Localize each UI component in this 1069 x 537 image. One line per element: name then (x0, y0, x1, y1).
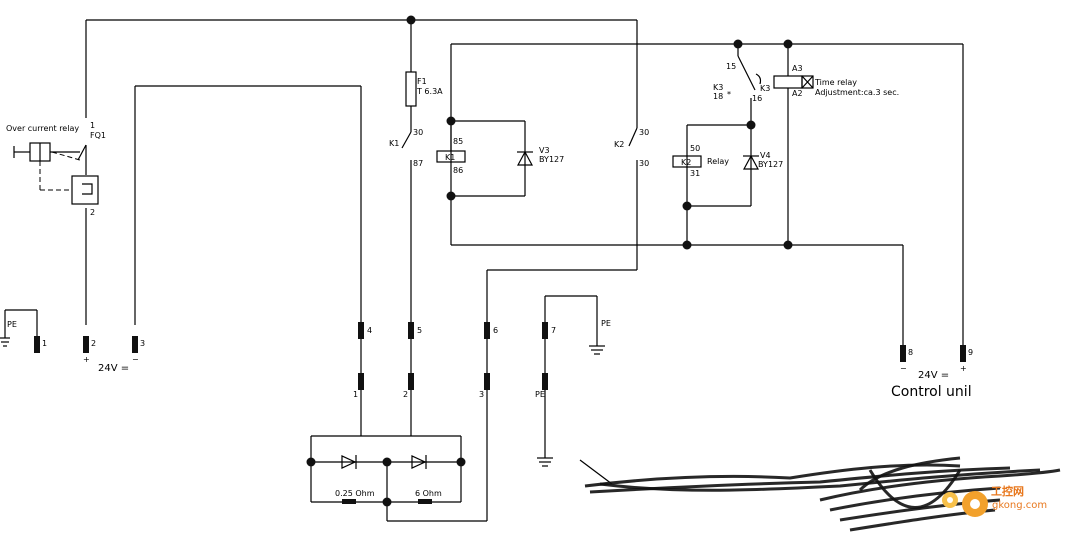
resistor-6-ohm: 6 Ohm (415, 489, 442, 504)
watermark-site: gkong.com (992, 500, 1047, 511)
terminal-4 (358, 322, 364, 339)
k2-contact-label: K2 (614, 140, 624, 149)
terminal-bottom-3 (484, 373, 490, 390)
fq1-pin2-label: 2 (90, 208, 95, 217)
terminal-strip-upper: 1 2 3 4 5 6 7 8 9 + − 24V = − + 24V = Co… (34, 322, 973, 400)
time-relay-adjustment: Adjustment:ca.3 sec. (815, 88, 899, 97)
over-current-relay-label: Over current relay (6, 124, 79, 133)
k1-contact-label: K1 (389, 139, 399, 148)
terminal-1-label: 1 (42, 339, 47, 348)
f1-rating-label: T 6.3A (416, 87, 443, 96)
terminal-6 (484, 322, 490, 339)
bridge-diode-left (341, 455, 357, 469)
terminal-strip-lower: 1 2 3 PE (353, 373, 548, 399)
k2-coil-label: K2 (681, 158, 691, 167)
r2-label: 6 Ohm (415, 489, 442, 498)
junctions (306, 15, 793, 507)
terminal-4-label: 4 (367, 326, 372, 335)
k2-coil: K2 50 31 Relay (672, 144, 729, 178)
terminal-2 (83, 336, 89, 353)
resistor-0-25-ohm: 0.25 Ohm (335, 489, 375, 504)
supply-24v-label: 24V = (98, 363, 129, 374)
terminal-9 (960, 345, 966, 362)
terminal-5 (408, 322, 414, 339)
terminal-bottom-pe (542, 373, 548, 390)
terminal-7-label: 7 (551, 326, 556, 335)
r1-label: 0.25 Ohm (335, 489, 375, 498)
k2-contact: K2 30 30 (614, 128, 649, 168)
terminal-bottom-2 (408, 373, 414, 390)
v4-label: V4 (760, 151, 771, 160)
scribbled-redaction (584, 456, 1061, 532)
k1-coil-label: K1 (445, 153, 455, 162)
ground-left: PE (0, 320, 17, 347)
k3-pin16-label: 16 (752, 94, 762, 103)
terminal-6-label: 6 (493, 326, 498, 335)
control-unit-label: Control unil (891, 384, 972, 400)
terminal-7 (542, 322, 548, 339)
watermark-cn: 工控网 (991, 484, 1024, 498)
fq1-label: FQ1 (90, 131, 106, 140)
fuse-f1: F1 T 6.3A (405, 71, 443, 107)
v3-type-label: BY127 (539, 155, 564, 164)
pe-left-label: PE (7, 320, 17, 329)
v4-type-label: BY127 (758, 160, 783, 169)
control-plus-label: + (960, 364, 967, 373)
k3-right-label: K3 (760, 84, 770, 93)
terminal-1 (34, 336, 40, 353)
k2-pin30b-label: 30 (639, 159, 649, 168)
k3-contact: 15 K3 18 * K3 16 (713, 62, 770, 103)
terminal-8 (900, 345, 906, 362)
k2-pin30a-label: 30 (639, 128, 649, 137)
control-minus-label: − (900, 364, 907, 373)
k3-pin18-label: 18 (713, 92, 723, 101)
fq1-pin1-label: 1 (90, 121, 95, 130)
k1-contact: K1 30 87 (389, 128, 423, 168)
terminal-3 (132, 336, 138, 353)
bottom-1-label: 1 (353, 390, 358, 399)
k1-coil: K1 85 86 (436, 121, 466, 175)
k1-coil-pin86-label: 86 (453, 166, 463, 175)
ground-bottom (537, 457, 553, 467)
terminal-9-label: 9 (968, 348, 973, 357)
k2-coil-pin50-label: 50 (690, 144, 700, 153)
bottom-2-label: 2 (403, 390, 408, 399)
time-relay-coil: A3 A2 Time relay Adjustment:ca.3 sec. (773, 64, 899, 98)
over-current-relay: Over current relay 1 FQ1 2 (6, 121, 106, 217)
terminal-3-label: 3 (140, 339, 145, 348)
k2-relay-label: Relay (707, 157, 729, 166)
k1-pin87-label: 87 (413, 159, 423, 168)
terminal-bottom-1 (358, 373, 364, 390)
terminal-2-label: 2 (91, 339, 96, 348)
terminal-8-label: 8 (908, 348, 913, 357)
k1-pin30-label: 30 (413, 128, 423, 137)
supply-minus-label: − (132, 355, 139, 364)
k1-coil-pin85-label: 85 (453, 137, 463, 146)
v3-label: V3 (539, 146, 550, 155)
diode-v3: V3 BY127 (516, 146, 564, 166)
ground-mid: PE (589, 319, 611, 355)
pe-bottom-label: PE (535, 390, 545, 399)
wiring (4, 19, 964, 522)
control-24v-label: 24V = (918, 370, 949, 381)
bottom-3-label: 3 (479, 390, 484, 399)
time-relay-label: Time relay (814, 78, 857, 87)
f1-label: F1 (417, 77, 427, 86)
k2-coil-pin31-label: 31 (690, 169, 700, 178)
a2-label: A2 (792, 89, 803, 98)
terminal-5-label: 5 (417, 326, 422, 335)
k3-star-label: * (727, 90, 731, 99)
k3-left-label: K3 (713, 83, 723, 92)
k3-pin15-label: 15 (726, 62, 736, 71)
a3-label: A3 (792, 64, 803, 73)
pe-mid-label: PE (601, 319, 611, 328)
bridge-diode-right (411, 455, 427, 469)
watermark: 工控网 gkong.com (942, 484, 1047, 517)
diode-v4: V4 BY127 (742, 151, 783, 170)
gear-logo-icon (942, 491, 988, 517)
supply-plus-label: + (83, 355, 90, 364)
